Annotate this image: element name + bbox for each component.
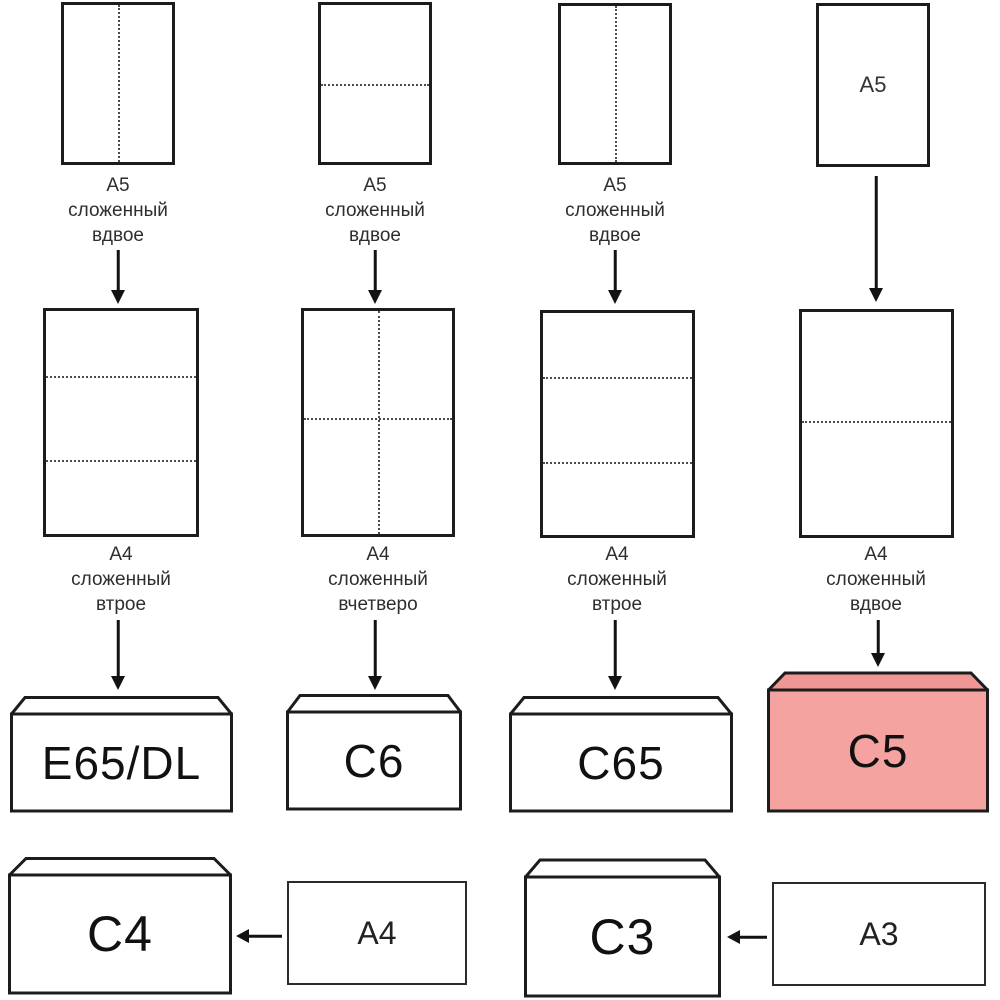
a4-sheet-folded-thirds <box>43 308 199 537</box>
fold-line-horizontal <box>543 377 692 380</box>
arrow-down-icon <box>871 620 885 667</box>
fold-line-vertical <box>378 311 380 534</box>
envelope-flap <box>767 671 989 692</box>
sheet-caption: A5 сложенный вдвое <box>565 175 665 246</box>
sheet-caption: A4 сложенный вчетверо <box>328 544 428 615</box>
paper-label: A4 <box>357 914 397 951</box>
envelope-c5: C5 <box>767 671 989 813</box>
fold-line-horizontal <box>46 375 196 378</box>
envelope-body <box>10 712 233 813</box>
envelope-label: C5 <box>847 724 909 777</box>
a4-paper: A4 <box>287 881 467 985</box>
fold-line-horizontal <box>802 421 951 424</box>
a5-sheet-unfolded: A5 <box>816 3 930 167</box>
fold-line-horizontal <box>304 418 452 421</box>
fold-line-vertical <box>118 5 120 162</box>
envelope-label: C3 <box>589 908 656 965</box>
envelope-c65: C65 <box>509 696 733 813</box>
envelope-body <box>286 710 462 811</box>
a5-sheet-folded-vertical <box>61 2 175 165</box>
fold-line-horizontal <box>321 83 429 86</box>
paper-label: A3 <box>859 915 899 952</box>
sheet-caption: A4 сложенный втрое <box>567 544 667 615</box>
envelope-body <box>8 873 232 995</box>
arrow-down-icon <box>368 250 382 304</box>
a4-sheet-folded-quarters <box>301 308 455 537</box>
sheet-caption: A5 сложенный вдвое <box>68 175 168 246</box>
a4-sheet-folded-thirds <box>540 310 695 538</box>
a5-sheet-folded-horizontal <box>318 2 432 165</box>
arrow-down-icon <box>111 620 125 690</box>
sheet-caption: A5 сложенный вдвое <box>325 175 425 246</box>
envelope-c3: C3 <box>524 858 721 998</box>
a5-sheet-folded-vertical <box>558 3 672 165</box>
arrow-down-icon <box>368 620 382 690</box>
arrow-down-icon <box>111 250 125 304</box>
envelope-label: E65/DL <box>41 736 202 789</box>
a4-sheet-folded-half <box>799 309 954 538</box>
sheet-label: A5 <box>859 72 887 97</box>
sheet-caption: A4 сложенный вдвое <box>826 544 926 615</box>
envelope-e65dl: E65/DL <box>10 696 233 813</box>
fold-line-horizontal <box>46 460 196 463</box>
envelope-flap <box>286 694 462 714</box>
arrow-left-icon <box>236 928 282 944</box>
envelope-c4: C4 <box>8 857 232 995</box>
envelope-flap <box>524 858 721 879</box>
sheet-caption: A4 сложенный втрое <box>71 544 171 615</box>
envelope-flap <box>509 696 733 716</box>
envelope-label: C4 <box>87 906 153 962</box>
envelope-body <box>524 875 721 998</box>
envelope-body <box>509 712 733 813</box>
envelope-label: C6 <box>343 734 405 787</box>
envelope-flap <box>8 857 232 877</box>
arrow-down-icon <box>869 176 883 302</box>
fold-line-vertical <box>615 6 617 162</box>
envelope-body <box>767 688 989 813</box>
arrow-left-icon <box>727 929 767 945</box>
envelope-c6: C6 <box>286 694 462 811</box>
fold-line-horizontal <box>543 461 692 464</box>
envelope-flap <box>10 696 233 716</box>
arrow-down-icon <box>608 250 622 304</box>
a3-paper: A3 <box>772 882 986 986</box>
arrow-down-icon <box>608 620 622 690</box>
envelope-label: C65 <box>577 736 665 789</box>
